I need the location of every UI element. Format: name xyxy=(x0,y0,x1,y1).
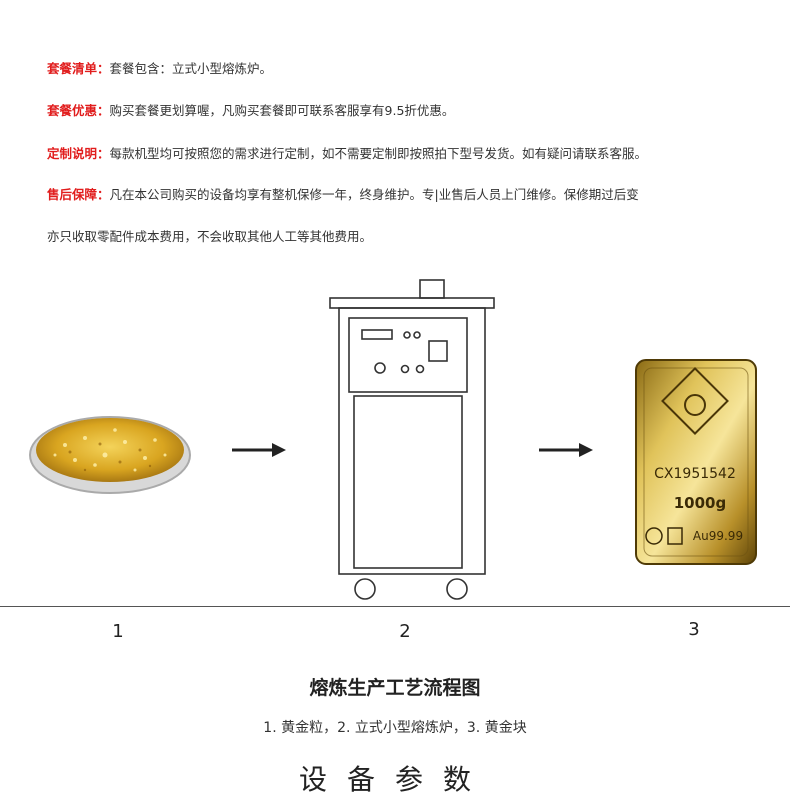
arrow-right-icon xyxy=(232,443,286,457)
package-list-line: 套餐清单：套餐包含：立式小型熔炼炉。 xyxy=(47,61,272,77)
customization-line: 定制说明：每款机型均可按照您的需求进行定制，如不需要定制即按照拍下型号发货。如有… xyxy=(47,146,647,162)
customization-label: 定制说明： xyxy=(47,146,110,161)
step-number-2: 2 xyxy=(399,621,411,642)
step-number-1: 1 xyxy=(112,621,124,642)
step-number-3: 3 xyxy=(688,619,700,640)
gold-bar-purity: Au99.99 xyxy=(693,529,743,543)
gold-bar-serial: CX1951542 xyxy=(654,466,736,482)
package-list-text: 套餐包含：立式小型熔炼炉。 xyxy=(109,61,273,76)
gold-bar-image: CX1951542 1000g Au99.99 xyxy=(635,359,757,565)
arrow-right-icon xyxy=(539,443,593,457)
process-caption: 1. 黄金粒，2. 立式小型熔炼炉，3. 黄金块 xyxy=(263,720,527,736)
gold-granules-image xyxy=(29,416,191,494)
melting-furnace-illustration xyxy=(329,279,495,600)
package-discount-label: 套餐优惠： xyxy=(47,103,110,118)
process-title: 熔炼生产工艺流程图 xyxy=(309,677,481,699)
gold-bar-weight: 1000g xyxy=(674,494,727,512)
after-sales-text: 凡在本公司购买的设备均享有整机保修一年，终身维护。专|业售后人员上门维修。保修期… xyxy=(109,187,639,202)
customization-text: 每款机型均可按照您的需求进行定制，如不需要定制即按照拍下型号发货。如有疑问请联系… xyxy=(109,146,648,161)
package-discount-line: 套餐优惠：购买套餐更划算喔，凡购买套餐即可联系客服享有9.5折优惠。 xyxy=(47,103,454,119)
after-sales-continued-line: 亦只收取零配件成本费用，不会收取其他人工等其他费用。 xyxy=(47,229,372,245)
package-discount-text: 购买套餐更划算喔，凡购买套餐即可联系客服享有9.5折优惠。 xyxy=(109,103,455,118)
after-sales-line: 售后保障：凡在本公司购买的设备均享有整机保修一年，终身维护。专|业售后人员上门维… xyxy=(47,187,639,203)
equipment-parameters-heading: 设备参数 xyxy=(298,763,491,796)
after-sales-continued-text: 亦只收取零配件成本费用，不会收取其他人工等其他费用。 xyxy=(47,229,373,244)
process-baseline xyxy=(0,606,790,607)
package-list-label: 套餐清单： xyxy=(47,61,110,76)
after-sales-label: 售后保障： xyxy=(47,187,110,202)
